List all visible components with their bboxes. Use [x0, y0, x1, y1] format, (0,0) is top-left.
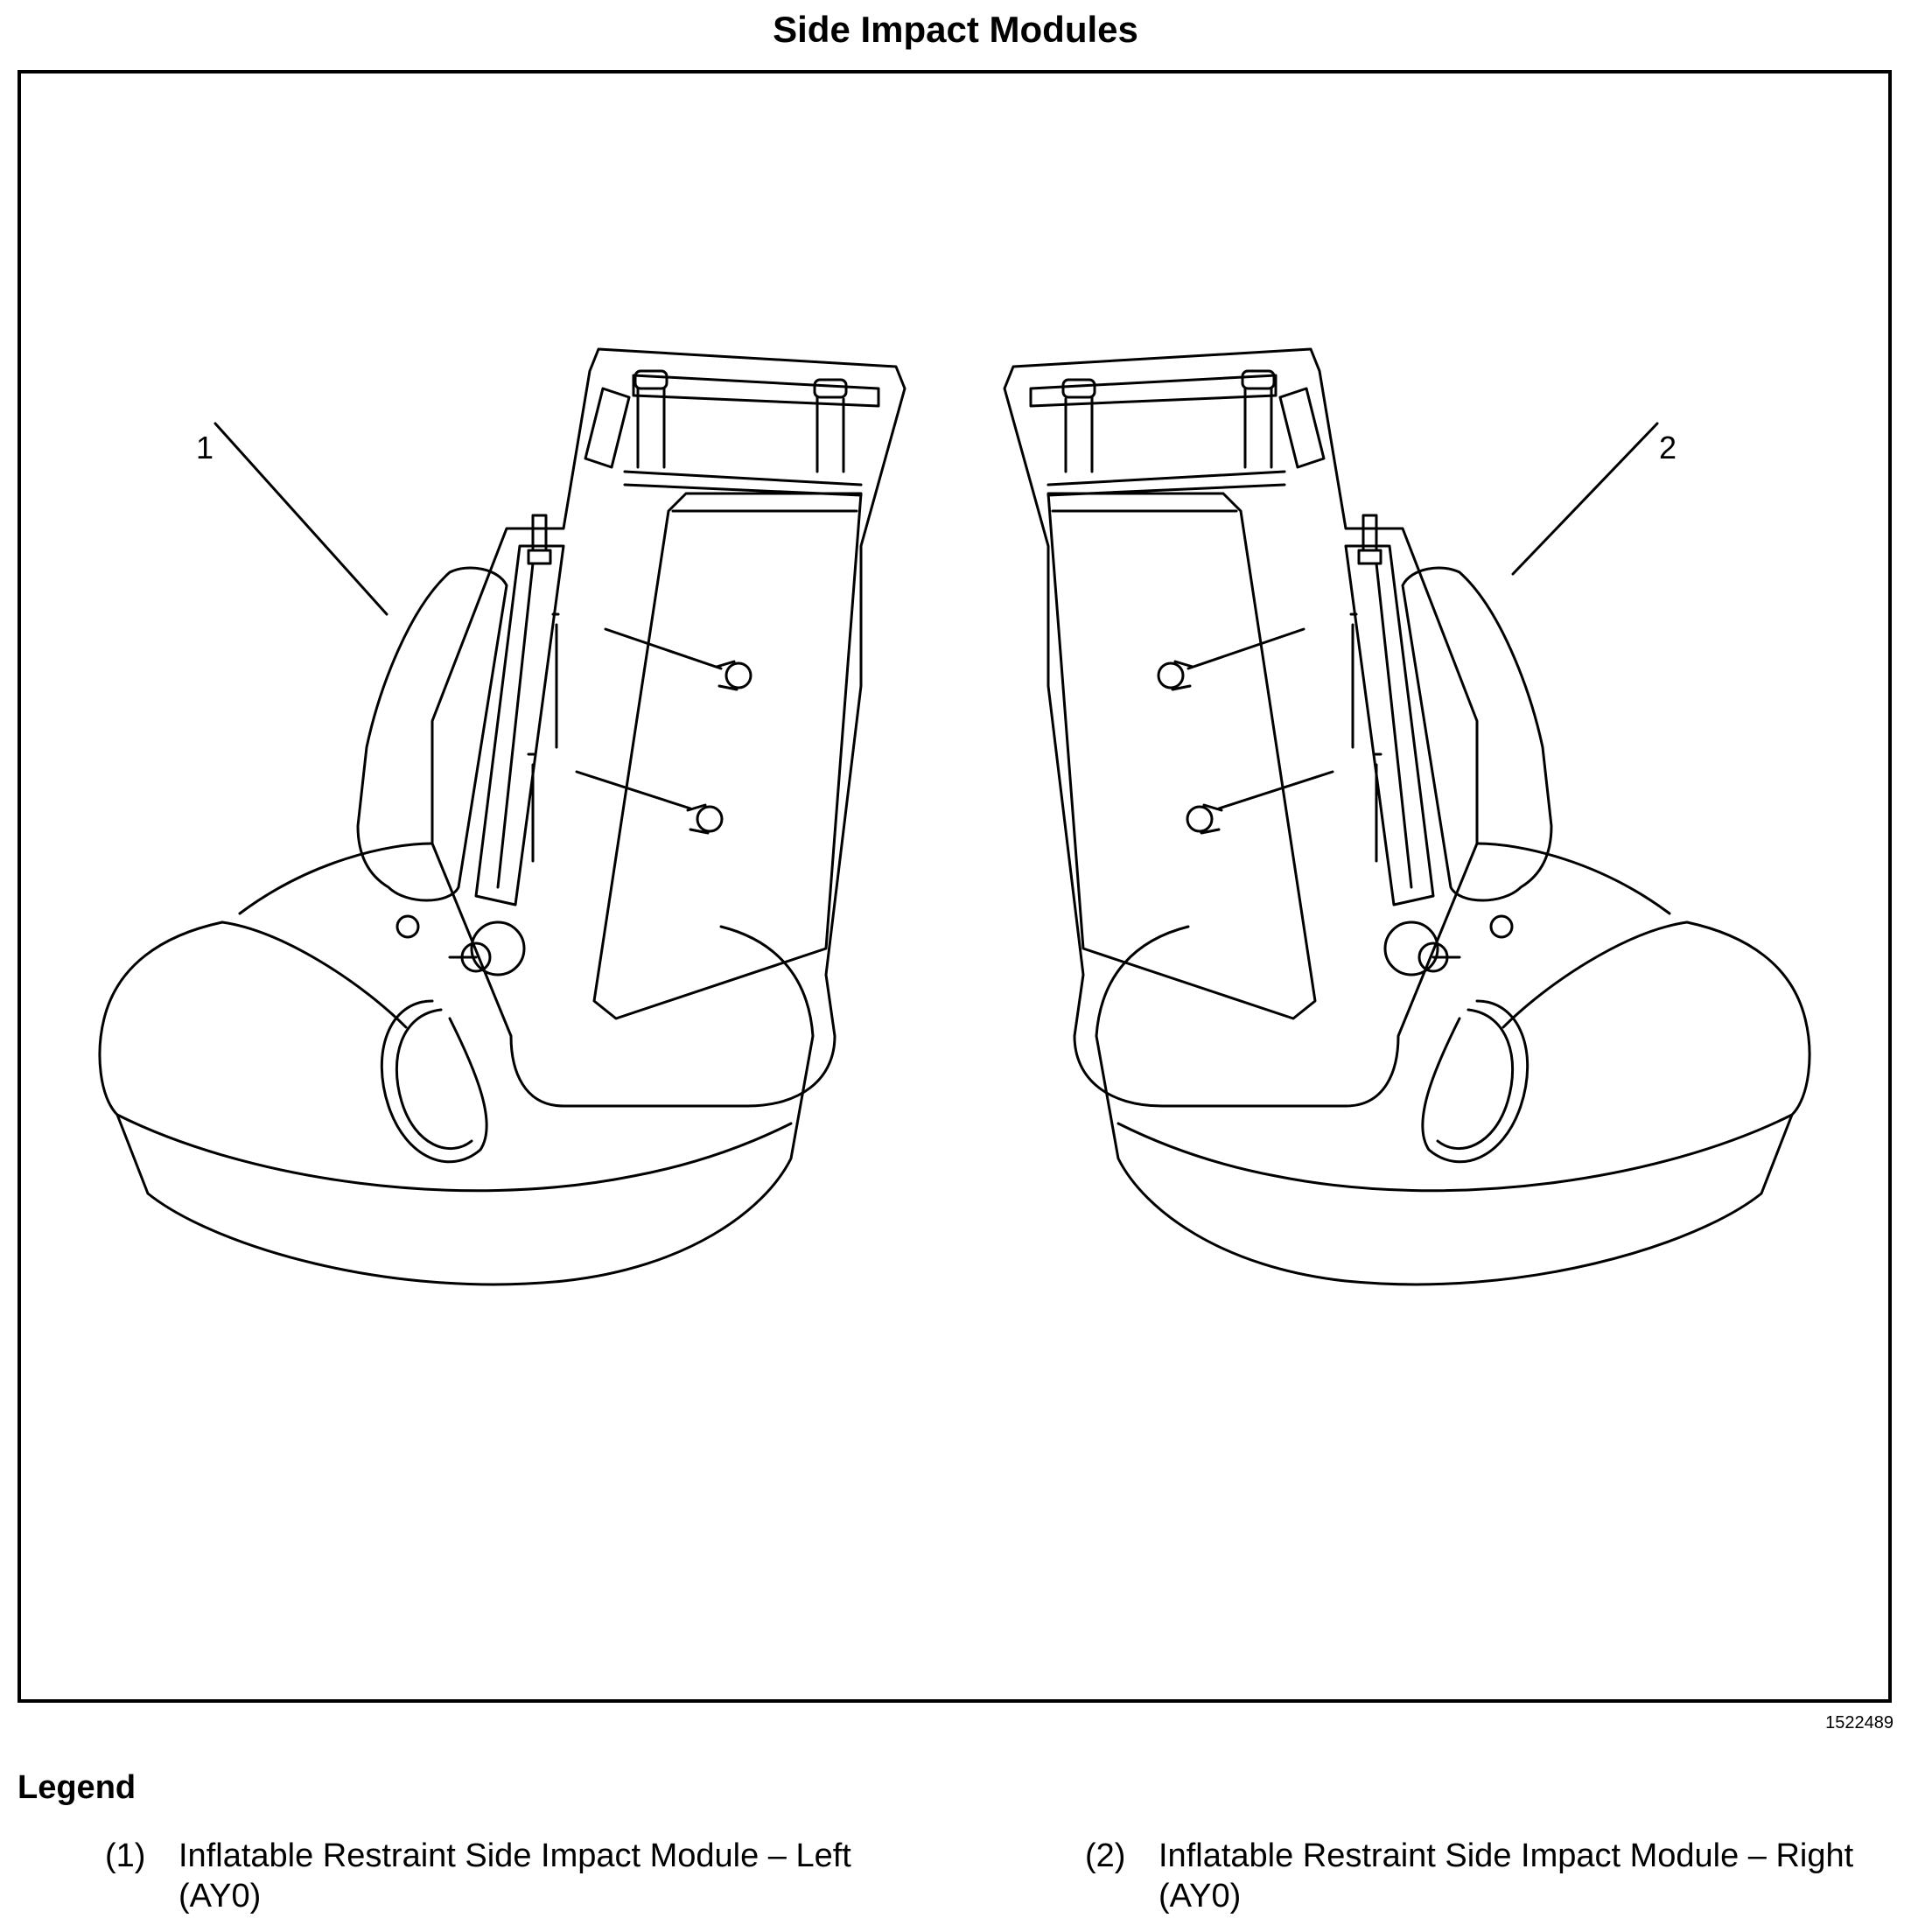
callout-2-label: 2: [1659, 430, 1676, 466]
legend-item-text: Inflatable Restraint Side Impact Module …: [178, 1838, 851, 1914]
legend-item-text: Inflatable Restraint Side Impact Module …: [1158, 1838, 1854, 1914]
legend-item-number: (1): [105, 1838, 146, 1874]
seat-illustration: 1 2: [98, 347, 1811, 1286]
figure-id: 1522489: [1825, 1713, 1894, 1732]
left-seat-drawing: [98, 347, 906, 1286]
legend-item-number: (2): [1085, 1838, 1126, 1874]
legend-heading: Legend: [18, 1769, 136, 1806]
page-title: Side Impact Modules: [773, 9, 1138, 50]
callout-2-leader: [1511, 422, 1659, 576]
callout-1-label: 1: [196, 430, 214, 466]
illustration-frame: 1 2: [18, 70, 1892, 1703]
callout-1-leader: [214, 422, 388, 616]
right-seat-drawing: [1003, 347, 1811, 1286]
